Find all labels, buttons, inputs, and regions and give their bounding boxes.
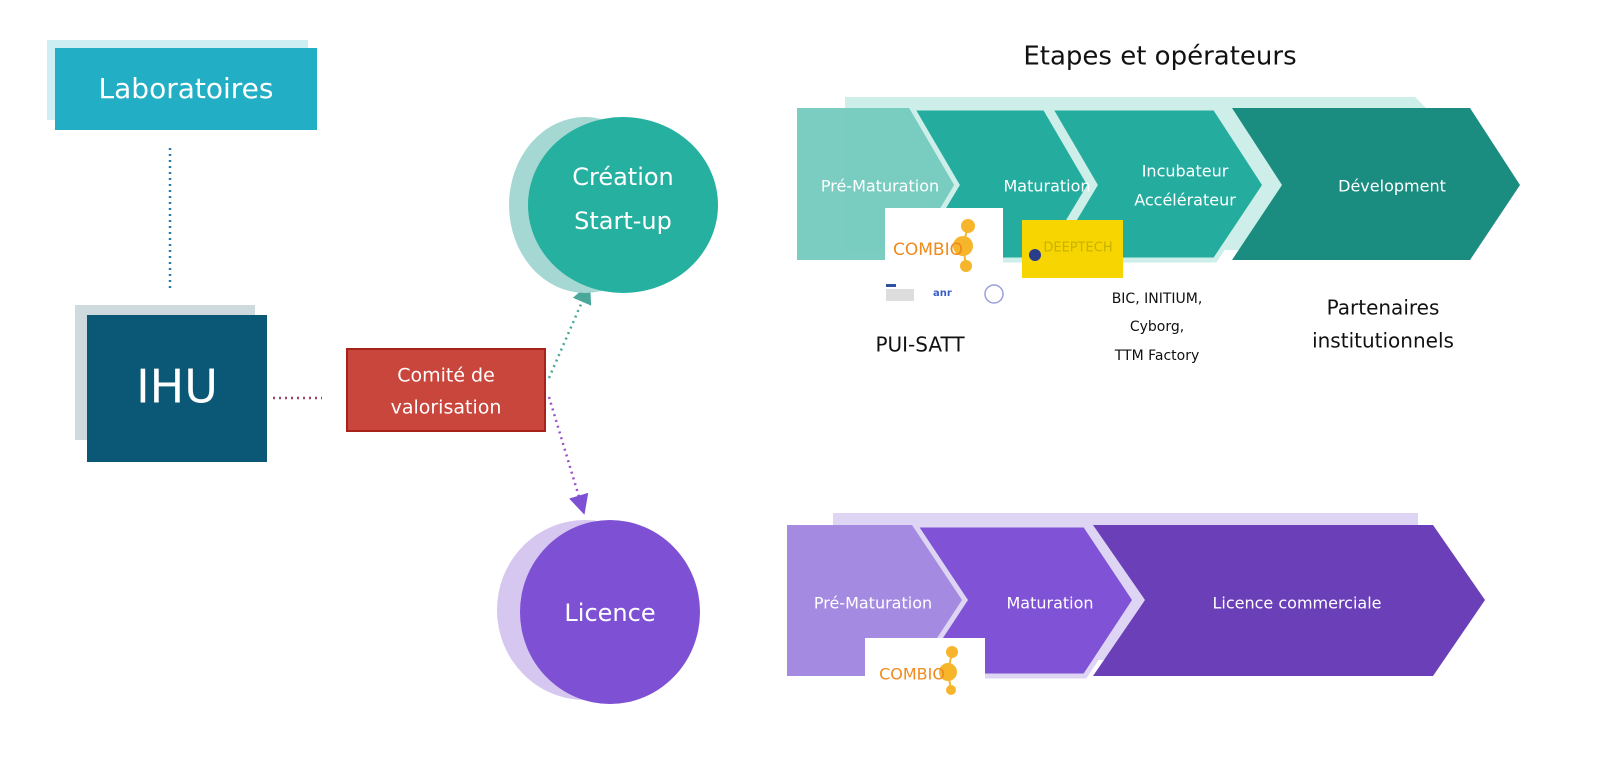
svg-text:anr: anr (933, 288, 952, 299)
combio-logo: COMBIO (885, 208, 1003, 290)
laboratoires-label: Laboratoires (99, 72, 274, 105)
step-label: Pré-Maturation (814, 594, 932, 613)
svg-text:COMBIO: COMBIO (879, 665, 945, 684)
step-licence-commerciale (1093, 525, 1485, 676)
step-label: Licence commerciale (1212, 594, 1381, 613)
laboratoires-box: Laboratoires (47, 40, 317, 130)
deeptech-logo: DEEPTECH (1022, 220, 1123, 278)
step-label: Dévelopment (1338, 177, 1446, 196)
creation-startup-circle: Création Start-up (509, 117, 718, 293)
step-label: Maturation (1003, 177, 1090, 196)
arrow-to-licence (547, 396, 589, 515)
incubator-label: Cyborg, (1130, 319, 1184, 335)
arrow-to-creation (547, 283, 592, 379)
comite-box: Comité de valorisation (346, 348, 546, 432)
combio-logo: COMBIO (865, 638, 985, 700)
incubator-label: BIC, INITIUM, (1112, 291, 1203, 307)
ihu-label: IHU (136, 360, 218, 414)
licence-circle: Licence (497, 520, 700, 704)
svg-text:DEEPTECH: DEEPTECH (1043, 241, 1112, 256)
pui-satt-label: PUI-SATT (875, 333, 965, 357)
step-label: Pré-Maturation (821, 177, 939, 196)
partners-label: institutionnels (1312, 329, 1454, 353)
step-label: Incubateur (1142, 162, 1229, 181)
creation-label-1: Création (572, 163, 674, 191)
startup-flow: Pré-Maturation Maturation Incubateur Acc… (797, 97, 1520, 364)
partners-label: Partenaires (1327, 296, 1440, 320)
licence-label: Licence (564, 599, 655, 627)
creation-label-2: Start-up (574, 207, 672, 235)
comite-label-2: valorisation (391, 397, 502, 419)
step-label: Accélérateur (1134, 191, 1236, 210)
section-title: Etapes et opérateurs (1023, 42, 1296, 72)
incubator-label: TTM Factory (1114, 348, 1200, 364)
svg-text:COMBIO: COMBIO (893, 240, 963, 260)
comite-label-1: Comité de (397, 365, 495, 387)
step-development (1232, 108, 1520, 260)
ihu-box: IHU (75, 305, 267, 462)
licence-flow: Pré-Maturation Maturation Licence commer… (787, 513, 1485, 700)
step-label: Maturation (1006, 594, 1093, 613)
partner-logos: anr (886, 284, 1004, 304)
